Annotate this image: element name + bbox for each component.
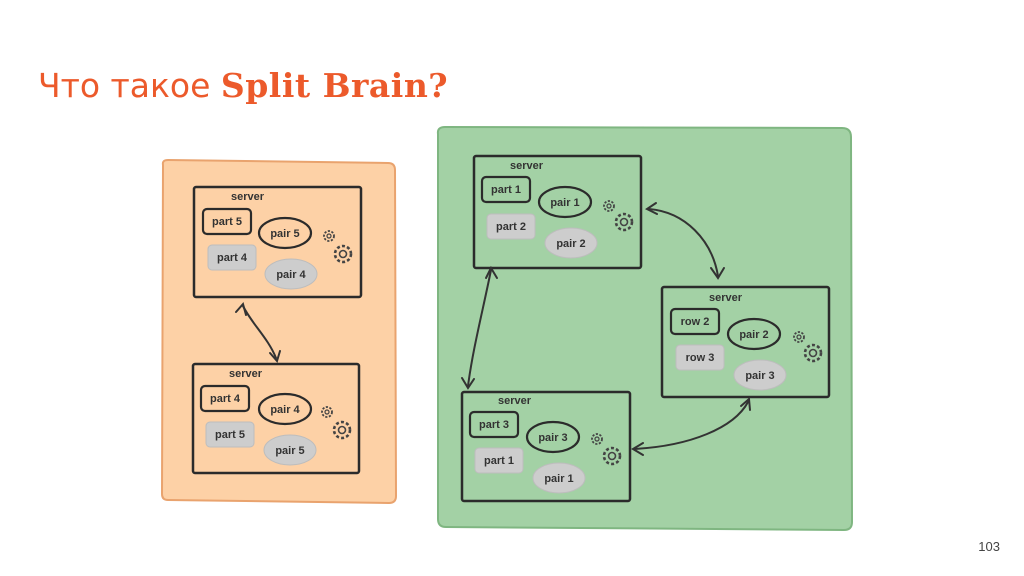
slide-title: Что такое Split Brain? (38, 66, 448, 106)
partition-label: row 3 (686, 352, 715, 364)
server-left-top: server part 5 pair 5 part 4 pair 4 (192, 185, 363, 299)
server-label: server (498, 395, 532, 407)
right-cluster-panel (436, 125, 854, 532)
title-emphasis: Split Brain? (220, 66, 449, 105)
server-right-middle: server row 2 pair 2 row 3 pair 3 (660, 285, 831, 399)
partition-label: part 2 (496, 221, 526, 233)
server-right-top: server part 1 pair 1 part 2 pair 2 (472, 154, 643, 270)
pair-label: pair 5 (270, 228, 299, 240)
partition-label: part 5 (212, 216, 242, 228)
server-label: server (231, 191, 265, 203)
partition-label: part 3 (479, 419, 509, 431)
partition-label: part 1 (491, 184, 521, 196)
page-number: 103 (978, 539, 1000, 554)
pair-label: pair 4 (276, 269, 306, 281)
partition-label: part 4 (217, 252, 248, 264)
server-label: server (709, 292, 743, 304)
pair-label: pair 3 (538, 432, 567, 444)
partition-label: part 5 (215, 429, 245, 441)
server-left-bottom: server part 4 pair 4 part 5 pair 5 (191, 362, 361, 475)
pair-label: pair 2 (739, 329, 768, 341)
server-label: server (229, 368, 263, 380)
partition-label: part 4 (210, 393, 241, 405)
replication-arrow (645, 202, 725, 280)
pair-label: pair 2 (556, 238, 585, 250)
pair-label: pair 3 (745, 370, 774, 382)
partition-label: part 1 (484, 455, 514, 467)
replication-arrow (235, 301, 281, 364)
pair-label: pair 5 (275, 445, 304, 457)
replication-arrow (631, 396, 751, 456)
title-prefix: Что такое (38, 66, 211, 105)
server-right-bottom: server part 3 pair 3 part 1 pair 1 (460, 390, 632, 503)
server-label: server (510, 160, 544, 172)
pair-label: pair 1 (544, 473, 573, 485)
replication-arrow (461, 265, 498, 390)
pair-label: pair 1 (550, 197, 579, 209)
pair-label: pair 4 (270, 404, 300, 416)
partition-label: row 2 (681, 316, 710, 328)
